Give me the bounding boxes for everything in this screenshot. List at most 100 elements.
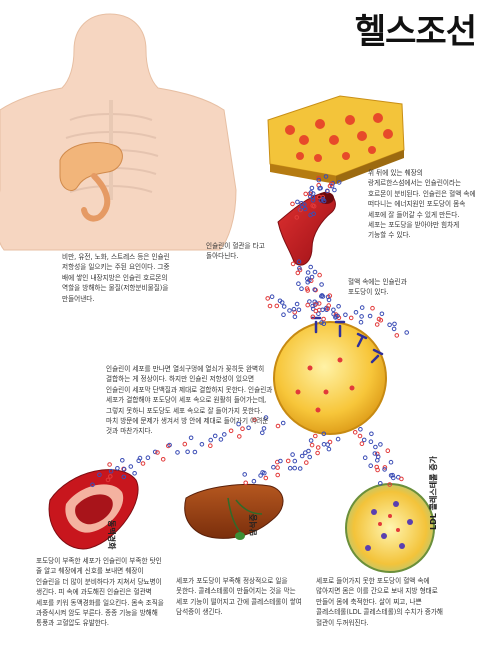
molecule bbox=[291, 306, 297, 312]
molecule bbox=[316, 301, 322, 306]
molecule bbox=[297, 466, 303, 471]
caption-liver: 세포가 포도당이 부족해 정상적으로 일을 못한다. 콜레스테롤이 만들어지는 … bbox=[176, 577, 302, 617]
molecule bbox=[317, 186, 322, 191]
molecule bbox=[275, 423, 281, 429]
molecule bbox=[308, 212, 313, 218]
molecule bbox=[352, 430, 358, 435]
molecule bbox=[128, 464, 134, 469]
molecule bbox=[379, 311, 385, 317]
molecule bbox=[388, 459, 394, 465]
molecule bbox=[269, 294, 275, 300]
molecule bbox=[316, 177, 322, 183]
molecule bbox=[331, 311, 336, 317]
molecule bbox=[305, 302, 311, 308]
molecule bbox=[373, 444, 378, 450]
molecule bbox=[391, 326, 397, 332]
molecule bbox=[307, 454, 313, 460]
molecule bbox=[369, 431, 374, 437]
ldl-label: LDL 콜레스테롤 증가 bbox=[428, 455, 438, 530]
molecule bbox=[312, 287, 318, 292]
molecule bbox=[308, 264, 314, 270]
molecule bbox=[160, 457, 166, 462]
molecule bbox=[370, 305, 375, 311]
molecule bbox=[305, 288, 311, 293]
molecule bbox=[317, 272, 322, 278]
molecule bbox=[382, 467, 387, 472]
molecule bbox=[404, 330, 410, 335]
molecule bbox=[296, 259, 302, 265]
molecule bbox=[222, 432, 227, 437]
molecule bbox=[281, 312, 286, 318]
molecule bbox=[192, 449, 198, 455]
molecule bbox=[199, 442, 205, 447]
molecule bbox=[140, 461, 146, 466]
molecule bbox=[237, 434, 242, 439]
caption-insulin-blood: 인슐린이 혈관을 타고 돌아다닌다. bbox=[206, 242, 265, 260]
molecule bbox=[290, 452, 295, 457]
molecule bbox=[310, 314, 316, 320]
molecule bbox=[167, 442, 172, 448]
molecule bbox=[185, 449, 190, 455]
molecule bbox=[319, 282, 324, 287]
molecule bbox=[313, 308, 319, 314]
molecule bbox=[274, 303, 280, 309]
molecule bbox=[353, 310, 359, 315]
molecule bbox=[263, 415, 269, 420]
molecule bbox=[310, 198, 316, 203]
molecule bbox=[336, 180, 342, 185]
molecule bbox=[108, 468, 114, 474]
molecule bbox=[331, 307, 336, 313]
molecule bbox=[90, 482, 95, 488]
molecule bbox=[319, 320, 324, 325]
molecule bbox=[303, 191, 309, 197]
molecule bbox=[375, 458, 380, 463]
molecule bbox=[260, 430, 265, 436]
molecule bbox=[317, 194, 322, 200]
molecule bbox=[228, 428, 234, 434]
molecule bbox=[321, 431, 327, 437]
molecule bbox=[329, 183, 335, 189]
molecule bbox=[218, 437, 224, 442]
molecule bbox=[362, 455, 368, 461]
molecule bbox=[375, 467, 380, 473]
molecule bbox=[382, 465, 388, 470]
molecule bbox=[374, 322, 380, 327]
molecule bbox=[359, 441, 365, 447]
molecule bbox=[358, 319, 364, 325]
molecule bbox=[325, 188, 330, 194]
molecule bbox=[137, 455, 143, 461]
molecule bbox=[240, 426, 245, 432]
molecule bbox=[305, 270, 311, 275]
molecule bbox=[251, 478, 257, 484]
molecule bbox=[115, 466, 120, 471]
molecule bbox=[321, 442, 327, 447]
molecule bbox=[281, 304, 287, 309]
molecule bbox=[265, 296, 271, 301]
molecule bbox=[320, 196, 326, 202]
molecule bbox=[294, 301, 300, 307]
molecule bbox=[261, 426, 267, 431]
molecule bbox=[208, 437, 213, 443]
molecule bbox=[372, 451, 378, 456]
molecule bbox=[287, 308, 292, 313]
blood-vessel-segment bbox=[277, 191, 336, 266]
molecule bbox=[175, 450, 180, 455]
caption-cell: 인슐린이 세포를 만나면 열쇠구멍에 열쇠가 꽂히듯 완벽히 결합하는 게 정상… bbox=[106, 365, 273, 436]
molecule bbox=[394, 333, 400, 338]
molecule bbox=[145, 455, 151, 461]
molecule bbox=[378, 317, 384, 323]
molecule bbox=[316, 311, 321, 317]
molecule bbox=[315, 450, 320, 456]
molecule bbox=[321, 321, 327, 327]
molecule bbox=[359, 305, 365, 310]
molecule bbox=[311, 203, 317, 209]
molecule bbox=[295, 199, 300, 205]
molecule bbox=[392, 321, 397, 327]
molecule bbox=[292, 465, 298, 471]
molecule bbox=[325, 442, 331, 447]
molecule bbox=[387, 322, 392, 328]
molecule bbox=[313, 433, 318, 439]
molecule bbox=[303, 450, 308, 456]
molecule bbox=[326, 446, 332, 452]
liver-illustration bbox=[184, 484, 284, 540]
